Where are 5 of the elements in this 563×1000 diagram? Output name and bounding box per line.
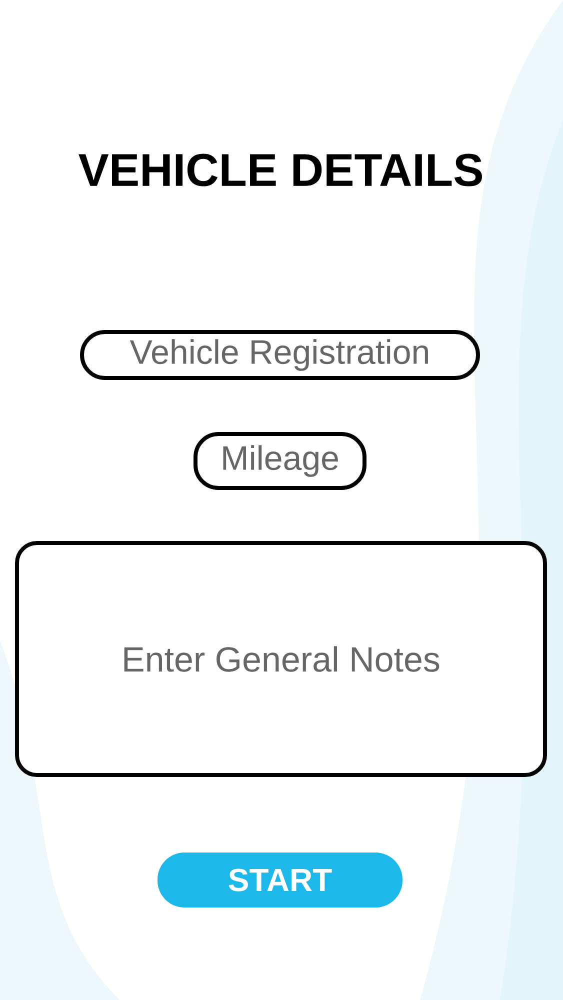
start-button: START (158, 852, 402, 908)
notes-field: Enter General Notes (15, 541, 547, 777)
input-field: Mileage (194, 432, 366, 490)
heading: VEHICLE DETAILS (78, 154, 482, 186)
input-field: Vehicle Registration (80, 330, 480, 380)
